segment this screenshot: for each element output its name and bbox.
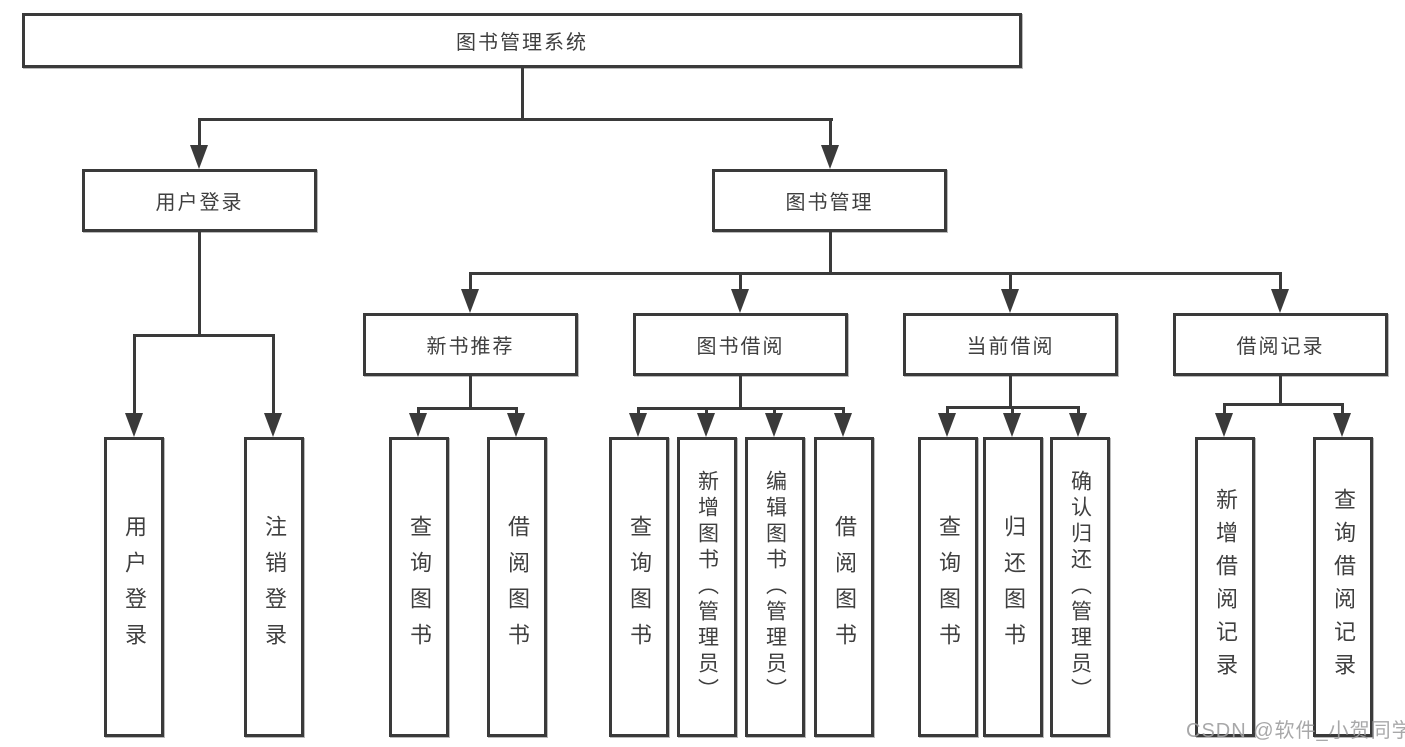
connector-stem [637,407,640,417]
arrow-down-icon [821,145,839,169]
connector-split [417,407,518,410]
node-label: 当前借阅 [966,336,1055,358]
leaf-add-book-admin: 新增图书（管理员） [677,437,737,737]
arrow-down-icon [409,413,427,437]
csdn-watermark: CSDN @软件_小贺同学 [1186,720,1405,742]
node-current-borrowing: 当前借阅 [903,313,1118,376]
arrow-down-icon [697,413,715,437]
connector-stem [1279,272,1282,292]
node-label: 用户登录 [155,192,244,214]
arrow-down-icon [507,413,525,437]
leaf-label: 新增借阅记录 [1213,488,1238,686]
node-label: 图书借阅 [696,336,785,358]
connector-stem [133,334,136,416]
leaf-label: 编辑图书（管理员） [763,470,787,704]
arrow-down-icon [264,413,282,437]
leaf-query-books-recommend: 查询图书 [389,437,449,737]
connector-user-login-split [133,334,275,337]
connector-stem [773,407,776,417]
connector-stem [469,272,472,292]
arrow-down-icon [1069,413,1087,437]
node-book-borrowing: 图书借阅 [633,313,848,376]
arrow-down-icon [1003,413,1021,437]
node-user-login: 用户登录 [82,169,317,232]
connector-trunk [469,373,472,410]
leaf-label: 借阅图书 [832,515,857,659]
arrow-down-icon [125,413,143,437]
arrow-down-icon [1271,289,1289,313]
connector-stem [1341,403,1344,417]
connector-book-mgmt-split [469,272,1282,275]
connector-root-trunk [521,65,524,121]
connector-stem [705,407,708,417]
arrow-down-icon [765,413,783,437]
leaf-edit-book-admin: 编辑图书（管理员） [745,437,805,737]
arrow-down-icon [1333,413,1351,437]
connector-book-mgmt-trunk [829,229,832,275]
connector-root-split [198,118,833,121]
leaf-label: 查询图书 [407,515,432,659]
leaf-query-books-borrowing: 查询图书 [609,437,669,737]
leaf-label: 用户登录 [122,515,147,659]
node-book-management: 图书管理 [712,169,947,232]
connector-stem [272,334,275,416]
node-root-library-system: 图书管理系统 [22,13,1022,68]
arrow-down-icon [190,145,208,169]
connector-trunk [1279,373,1282,406]
arrow-down-icon [834,413,852,437]
connector-stem [515,407,518,417]
connector-stem [198,118,201,148]
leaf-label: 注销登录 [262,515,287,659]
leaf-label: 确认归还（管理员） [1068,470,1092,704]
connector-split [637,407,845,410]
arrow-down-icon [731,289,749,313]
connector-user-login-trunk [198,229,201,337]
connector-trunk [739,373,742,410]
leaf-label: 查询图书 [627,515,652,659]
leaf-label: 新增图书（管理员） [695,470,719,704]
leaf-return-book: 归还图书 [983,437,1043,737]
arrow-down-icon [938,413,956,437]
node-label: 新书推荐 [426,336,515,358]
connector-trunk [1009,373,1012,409]
node-new-book-recommend: 新书推荐 [363,313,578,376]
leaf-query-books-current: 查询图书 [918,437,978,737]
connector-stem [1009,272,1012,292]
leaf-user-login: 用户登录 [104,437,164,737]
arrow-down-icon [629,413,647,437]
leaf-borrow-books-borrowing: 借阅图书 [814,437,874,737]
node-label: 图书管理 [785,192,874,214]
leaf-label: 借阅图书 [505,515,530,659]
leaf-borrow-books-recommend: 借阅图书 [487,437,547,737]
leaf-label: 查询图书 [936,515,961,659]
connector-stem [1223,403,1226,417]
arrow-down-icon [461,289,479,313]
connector-stem [739,272,742,292]
arrow-down-icon [1215,413,1233,437]
connector-stem [417,407,420,417]
leaf-confirm-return-admin: 确认归还（管理员） [1050,437,1110,737]
node-borrowing-records: 借阅记录 [1173,313,1388,376]
leaf-query-borrow-record: 查询借阅记录 [1313,437,1373,737]
node-label: 借阅记录 [1236,336,1325,358]
connector-stem [829,118,832,148]
connector-stem [1011,406,1014,417]
connector-stem [1077,406,1080,417]
arrow-down-icon [1001,289,1019,313]
connector-stem [946,406,949,417]
leaf-label: 查询借阅记录 [1331,488,1356,686]
connector-stem [842,407,845,417]
node-label: 图书管理系统 [456,32,588,54]
leaf-label: 归还图书 [1001,515,1026,659]
leaf-logout: 注销登录 [244,437,304,737]
connector-split [1223,403,1344,406]
leaf-add-borrow-record: 新增借阅记录 [1195,437,1255,737]
